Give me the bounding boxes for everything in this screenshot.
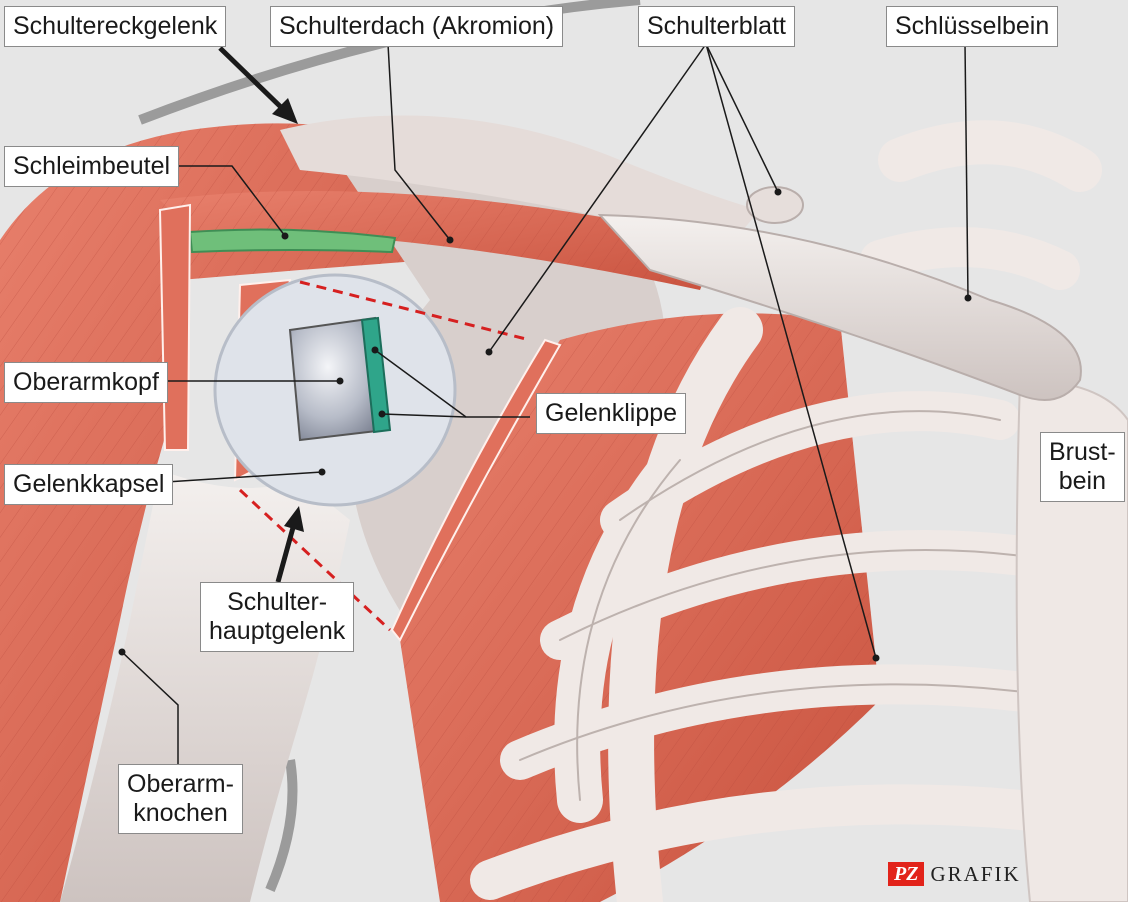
label-schultereckgelenk: Schultereckgelenk bbox=[4, 6, 227, 47]
logo-mark: PZ bbox=[888, 862, 925, 886]
label-schleimbeutel: Schleimbeutel bbox=[4, 146, 180, 187]
pz-grafik-logo: PZ GRAFIK bbox=[888, 862, 1021, 886]
label-oberarmknochen-line1: Oberarm- bbox=[127, 770, 234, 798]
label-oberarmknochen: Oberarm- knochen bbox=[118, 764, 243, 834]
leader-lines bbox=[121, 43, 969, 765]
arrow-schulterhauptgelenk bbox=[275, 506, 304, 583]
label-brustbein-line1: Brust- bbox=[1049, 438, 1116, 466]
cut-muscle-left bbox=[158, 203, 192, 451]
logo-text: GRAFIK bbox=[930, 862, 1021, 886]
label-schulterhauptgelenk-line1: Schulter- bbox=[227, 588, 328, 616]
label-gelenklippe: Gelenklippe bbox=[536, 393, 687, 434]
label-oberarmknochen-line2: knochen bbox=[133, 799, 228, 827]
label-brustbein: Brust- bein bbox=[1040, 432, 1125, 502]
label-oberarmkopf: Oberarmkopf bbox=[4, 362, 168, 403]
label-schulterhauptgelenk-line2: hauptgelenk bbox=[209, 617, 346, 645]
label-schluesselbein: Schlüsselbein bbox=[886, 6, 1059, 47]
dashed-line-upper bbox=[299, 280, 531, 342]
sternum bbox=[1015, 378, 1128, 902]
label-gelenkkapsel: Gelenkkapsel bbox=[4, 464, 174, 505]
cut-muscle-right bbox=[390, 338, 562, 642]
label-schulterdach: Schulterdach (Akromion) bbox=[270, 6, 564, 47]
label-brustbein-line2: bein bbox=[1058, 467, 1106, 495]
dashed-line-lower bbox=[238, 488, 392, 632]
arrow-schultereckgelenk bbox=[218, 46, 298, 124]
arm-outline bbox=[265, 759, 298, 892]
label-schulterhauptgelenk: Schulter- hauptgelenk bbox=[200, 582, 355, 652]
label-schulterblatt: Schulterblatt bbox=[638, 6, 795, 47]
clavicle-bone bbox=[597, 213, 1082, 401]
glenoid-labrum bbox=[360, 316, 392, 434]
bursa bbox=[188, 228, 397, 254]
